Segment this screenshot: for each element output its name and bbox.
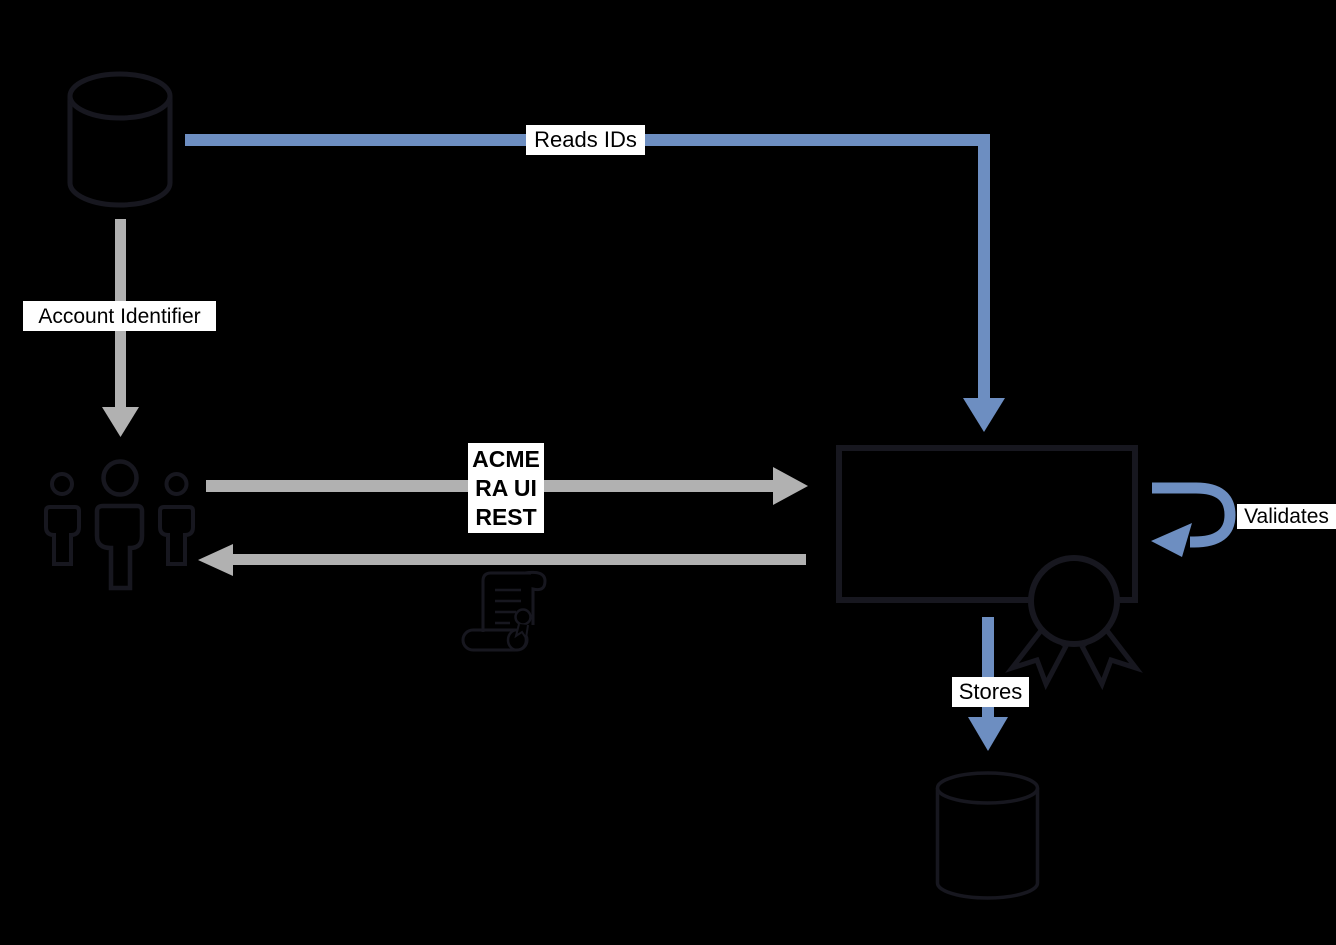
acme-label-line2: RA UI xyxy=(475,474,537,501)
certificate-scroll-icon xyxy=(461,570,547,652)
response-arrow xyxy=(198,544,806,576)
stores-label: Stores xyxy=(952,677,1029,707)
reads-ids-label: Reads IDs xyxy=(526,125,645,155)
validates-label-text: Validates xyxy=(1244,505,1329,528)
award-ribbon-icon xyxy=(1005,555,1143,691)
acme-ra-ui-rest-label: ACME RA UI REST xyxy=(468,443,544,533)
validates-loop-arrow xyxy=(1151,482,1236,557)
reads-ids-label-text: Reads IDs xyxy=(534,127,637,152)
database-icon-target xyxy=(935,771,1040,900)
account-identifier-label: Account Identifier xyxy=(23,301,216,331)
users-icon xyxy=(44,459,195,591)
service-box xyxy=(836,445,1138,603)
account-identifier-label-text: Account Identifier xyxy=(38,304,201,328)
validates-label: Validates xyxy=(1237,504,1336,529)
acme-label-line1: ACME xyxy=(472,445,540,472)
acme-label-line3: REST xyxy=(475,503,537,530)
stores-label-text: Stores xyxy=(958,679,1023,704)
reads-ids-arrow xyxy=(185,134,1005,432)
database-icon xyxy=(67,71,173,208)
